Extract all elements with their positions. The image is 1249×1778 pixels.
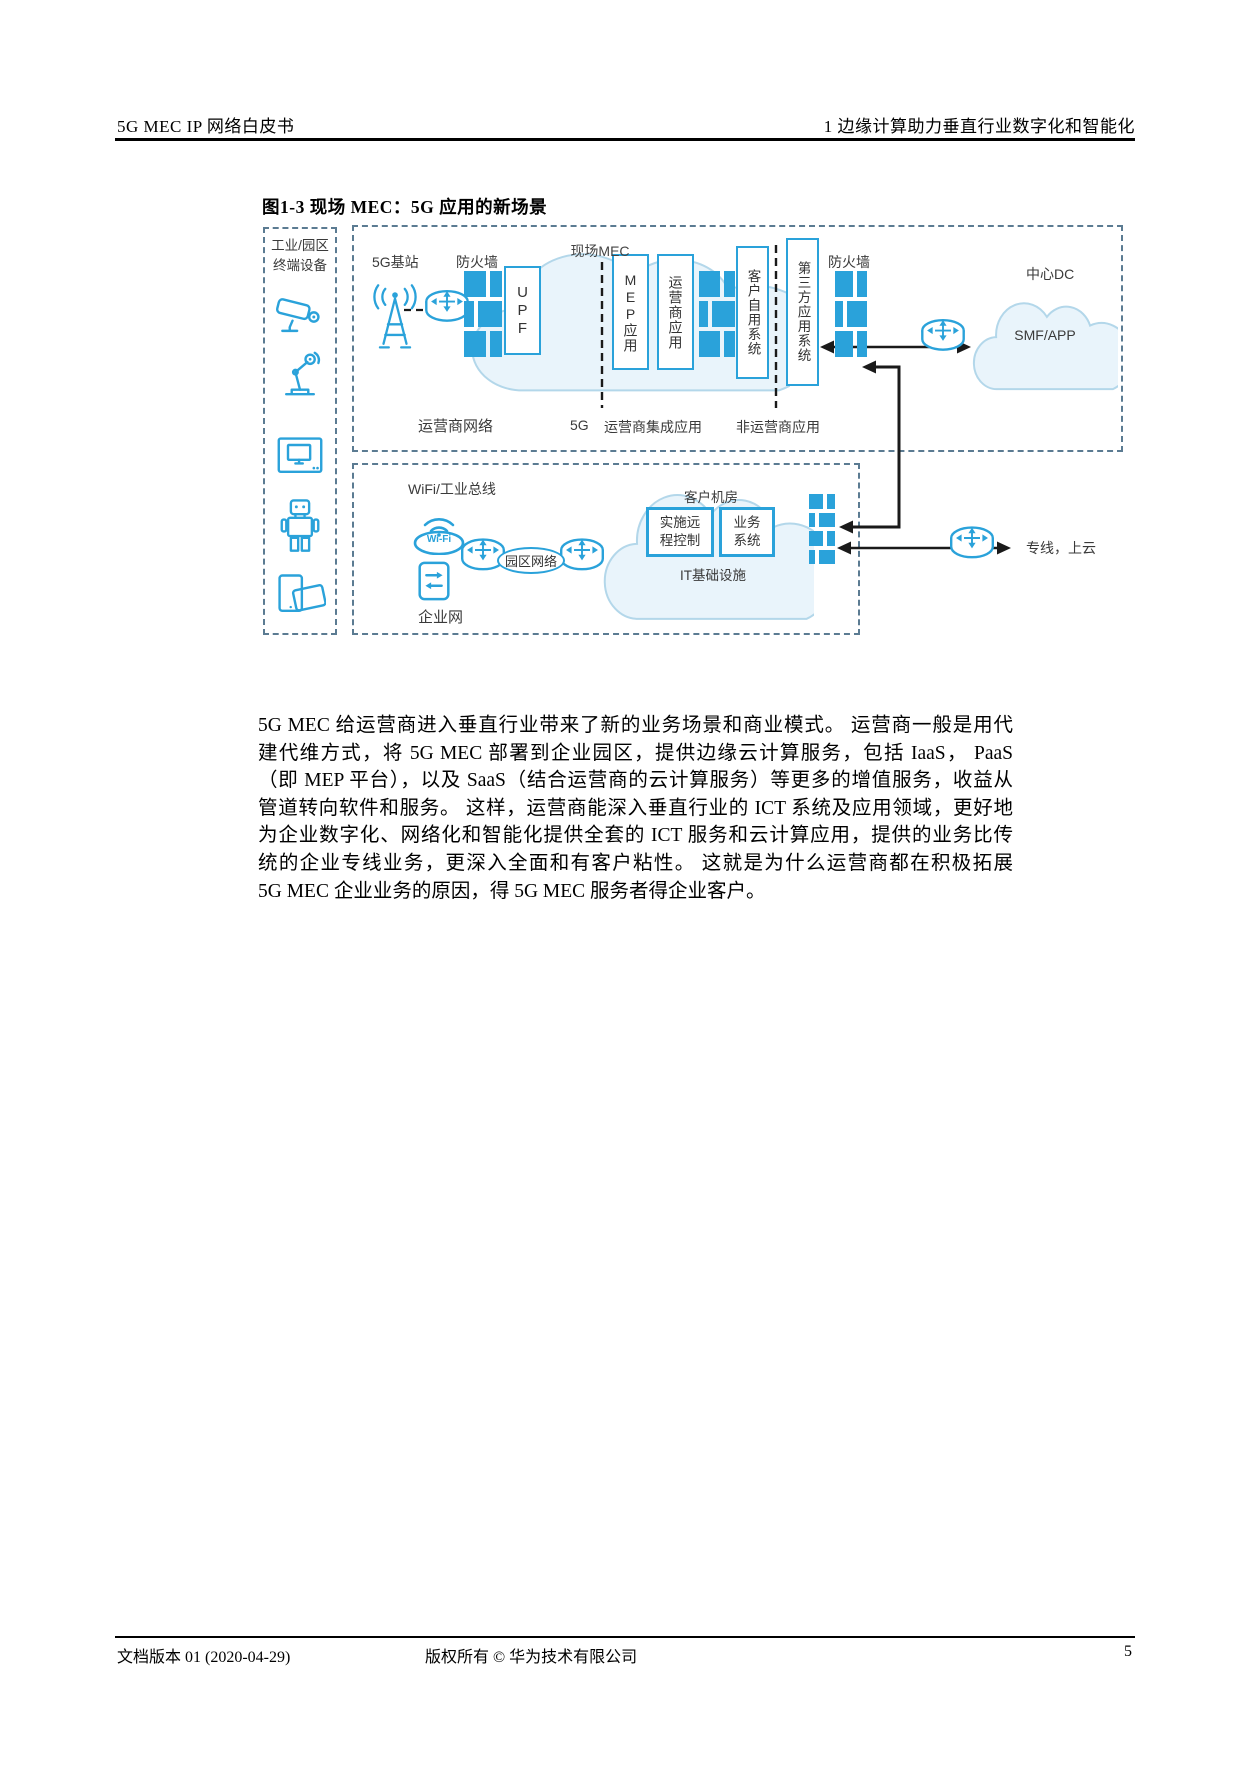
footer-copyright: 版权所有 © 华为技术有限公司 — [425, 1649, 638, 1666]
wifi-bus-label: WiFi/工业总线 — [408, 481, 496, 497]
body-line: 建代维方式，将 5G MEC 部署到企业园区，提供边缘云计算服务，包括 IaaS… — [258, 742, 1013, 764]
campus-network-badge: 园区网络 — [497, 547, 565, 574]
firewall-icon — [464, 271, 502, 357]
firewall-label-2: 防火墙 — [828, 254, 870, 270]
tablet-icon — [278, 574, 326, 612]
terminal-devices-panel — [263, 227, 337, 635]
third-party-box: 第三方应用系统 — [786, 238, 819, 386]
firewall-icon — [699, 271, 735, 357]
footer-version: 文档版本 01 (2020-04-29) — [117, 1649, 291, 1666]
body-line: 管道转向软件和服务。 这样，运营商能深入垂直行业的 ICT 系统及应用领域，更好… — [258, 797, 1013, 819]
camera-icon — [275, 298, 320, 333]
smf-app-label: SMF/APP — [1014, 327, 1076, 343]
business-system-box: 业务系统 — [719, 507, 775, 557]
header-rule — [115, 138, 1135, 141]
header-left: 5G MEC IP 网络白皮书 — [117, 117, 295, 136]
footer-rule — [115, 1636, 1135, 1638]
terminal-devices-label: 工业/园区 终端设备 — [263, 236, 337, 276]
business-system-label: 业务系统 — [733, 514, 761, 548]
body-line: 5G MEC 企业业务的原因，得 5G MEC 服务者得企业客户。 — [258, 880, 766, 902]
robot-icon — [280, 499, 320, 552]
body-line: （即 MEP 平台），以及 SaaS（结合运营商的云计算服务）等更多的增值服务，… — [258, 770, 1013, 792]
arrowhead — [997, 541, 1011, 555]
enterprise-network-label: 企业网 — [418, 609, 464, 626]
center-dc-cloud — [972, 288, 1118, 392]
header-right: 1 边缘计算助力垂直行业数字化和智能化 — [823, 117, 1135, 136]
bts-antenna-icon — [373, 284, 417, 349]
router-icon — [560, 538, 604, 571]
router-icon — [921, 318, 965, 351]
body-line: 5G MEC 给运营商进入垂直行业带来了新的业务场景和商业模式。 运营商一般是用… — [258, 715, 1013, 736]
footer-page-number: 5 — [1124, 1643, 1132, 1660]
customer-room-label: 客户机房 — [684, 490, 738, 505]
figure-title: 图1-3 现场 MEC：5G 应用的新场景 — [262, 197, 548, 217]
upf-box: UPF — [504, 266, 541, 355]
body-line: 为企业数字化、网络化和智能化提供全套的 ICT 服务和云计算应用，提供的业务比传 — [258, 825, 1013, 847]
mec-cloud-label: 现场MEC — [570, 243, 630, 259]
it-infra-label: IT基础设施 — [680, 568, 746, 583]
operator-app-box: 运营商应用 — [657, 254, 694, 370]
center-dc-label: 中心DC — [1026, 266, 1075, 282]
segment-operator-integrated-label: 运营商集成应用 — [604, 419, 702, 435]
firewall-label-1: 防火墙 — [456, 254, 498, 270]
body-line: 统的企业专线业务，更深入全面和有客户粘性。 这就是为什么运营商都在积极拓展 — [258, 852, 1013, 874]
bts-label: 5G基站 — [372, 254, 419, 270]
terminal-devices-label-line2: 终端设备 — [273, 258, 327, 273]
monitor-icon — [277, 437, 323, 473]
router-icon — [950, 526, 994, 559]
segment-5g-label: 5G — [570, 417, 589, 433]
segment-non-operator-label: 非运营商应用 — [736, 419, 820, 435]
remote-control-label: 实施远程控制 — [659, 514, 701, 548]
operator-network-label: 运营商网络 — [418, 418, 494, 435]
operator-network-box — [352, 225, 1123, 452]
firewall-icon — [809, 494, 835, 564]
switch-icon — [418, 561, 450, 601]
firewall-icon — [835, 271, 867, 357]
wifi-icon — [413, 518, 465, 555]
customer-system-box: 客户自用系统 — [736, 246, 769, 379]
body-paragraph: 5G MEC 给运营商进入垂直行业带来了新的业务场景和商业模式。 运营商一般是用… — [258, 712, 1013, 905]
robot-arm-icon — [285, 351, 321, 396]
mep-app-box: MEP应用 — [612, 254, 649, 370]
dedicated-line-label: 专线，上云 — [1026, 540, 1096, 556]
terminal-devices-label-line1: 工业/园区 — [271, 238, 329, 253]
remote-control-box: 实施远程控制 — [646, 507, 714, 557]
wifi-icon-text: Wi-Fi — [426, 534, 452, 545]
